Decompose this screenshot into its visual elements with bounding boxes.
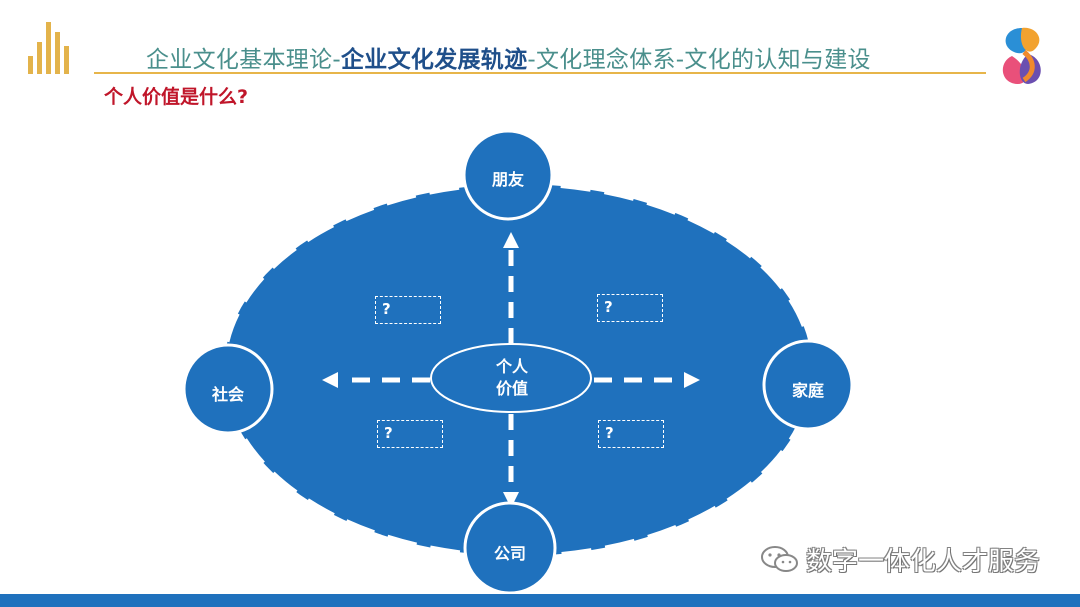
arrow-down-head bbox=[503, 492, 519, 508]
title-part-2: -文化理念体系-文化的认知与建设 bbox=[527, 47, 871, 73]
center-label-line-2: 价值 bbox=[495, 379, 528, 398]
arrow-up-head bbox=[503, 232, 519, 248]
center-ellipse bbox=[430, 343, 592, 413]
quadrant-top-right: ? bbox=[597, 294, 663, 322]
page-title: 企业文化基本理论-企业文化发展轨迹-文化理念体系-文化的认知与建设 bbox=[146, 40, 871, 74]
arrow-right-head bbox=[684, 372, 700, 388]
title-highlight: 企业文化发展轨迹 bbox=[341, 47, 528, 73]
node-left-circle bbox=[182, 343, 274, 435]
title-part-1: 企业文化基本理论- bbox=[146, 47, 341, 73]
watermark-text: 数字一体化人才服务 bbox=[806, 547, 1041, 577]
quadrant-bottom-right: ? bbox=[598, 420, 664, 448]
header-line: 企业文化基本理论-企业文化发展轨迹-文化理念体系-文化的认知与建设 bbox=[94, 38, 986, 74]
node-friends: 朋友 bbox=[491, 170, 524, 189]
subtitle: 个人价值是什么? bbox=[104, 86, 249, 108]
node-right-circle bbox=[762, 339, 854, 431]
center-label-line-1: 个人 bbox=[495, 357, 528, 376]
wechat-icon bbox=[761, 546, 798, 572]
node-top-circle bbox=[462, 129, 554, 221]
bar-chart-icon bbox=[28, 22, 69, 74]
node-family: 家庭 bbox=[791, 381, 824, 400]
quadrant-bottom-left: ? bbox=[377, 420, 443, 448]
center-label: 个人 价值 bbox=[462, 356, 562, 400]
quadrant-top-left: ? bbox=[375, 296, 441, 324]
bottom-bar bbox=[0, 594, 1080, 607]
node-company: 公司 bbox=[493, 544, 526, 563]
arrow-left-head bbox=[322, 372, 338, 388]
node-society: 社会 bbox=[211, 385, 244, 404]
node-bottom-circle bbox=[463, 501, 557, 595]
logo-icon bbox=[1002, 27, 1041, 84]
